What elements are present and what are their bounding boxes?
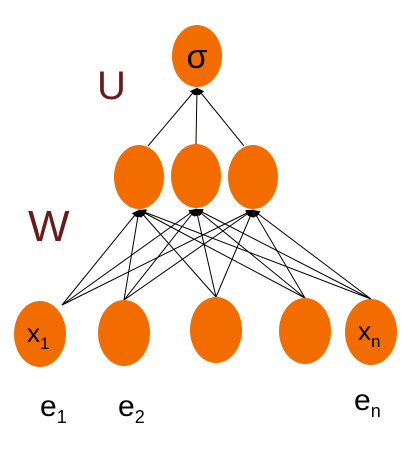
embedding-label-n-sub: n	[370, 401, 381, 421]
edge-hidden-1-to-output	[147, 87, 198, 147]
input-node-4	[279, 298, 331, 364]
input-node-5	[345, 299, 397, 365]
edge-hidden-2-to-output	[193, 87, 201, 145]
embedding-label-1: e1	[40, 390, 67, 427]
edge-input-4-to-hidden-1	[138, 209, 306, 299]
edge-input-2-to-hidden-2	[123, 208, 197, 301]
embedding-label-2: e2	[118, 390, 145, 427]
edge-input-5-to-hidden-3	[252, 209, 372, 300]
hidden-weight-label: W	[28, 202, 70, 251]
embedding-label-1-base: e	[40, 390, 57, 423]
edge-input-1-to-hidden-2	[61, 208, 197, 306]
embedding-label-2-sub: 2	[134, 407, 145, 427]
embedding-label-n-base: e	[354, 384, 371, 417]
edge-input-2-to-hidden-3	[123, 209, 254, 301]
embedding-label-n: en	[354, 384, 381, 421]
edge-hidden-3-to-output	[196, 87, 245, 147]
edge-input-5-to-hidden-2	[195, 208, 372, 300]
output-weight-label: U	[97, 64, 126, 108]
edge-input-5-to-hidden-1	[138, 209, 372, 300]
edge-input-4-to-hidden-3	[252, 209, 306, 299]
input-node-5-label: xn	[358, 316, 380, 351]
input-node-1-label: x1	[27, 318, 49, 353]
edges	[61, 87, 372, 306]
input-node-1-label-sub: 1	[40, 334, 49, 353]
input-node-3	[190, 297, 242, 363]
input-node-1	[14, 301, 66, 367]
embedding-label-1-sub: 1	[56, 407, 67, 427]
output-symbol: σ	[187, 38, 208, 76]
input-node-1-label-base: x	[27, 318, 40, 348]
output-node	[172, 25, 222, 87]
hidden-node-3	[228, 145, 278, 209]
hidden-node-1	[114, 145, 164, 209]
edge-input-2-to-hidden-1	[123, 209, 142, 301]
edge-input-3-to-hidden-1	[138, 209, 217, 298]
embedding-label-2-base: e	[118, 390, 135, 423]
edge-input-3-to-hidden-2	[194, 208, 217, 298]
edge-input-3-to-hidden-3	[215, 209, 254, 298]
edge-input-1-to-hidden-1	[61, 209, 140, 306]
input-node-2	[98, 300, 150, 366]
input-node-5-label-base: x	[358, 316, 371, 346]
input-node-5-label-sub: n	[371, 332, 380, 351]
hidden-node-2	[171, 144, 221, 208]
edge-input-4-to-hidden-2	[195, 208, 306, 299]
